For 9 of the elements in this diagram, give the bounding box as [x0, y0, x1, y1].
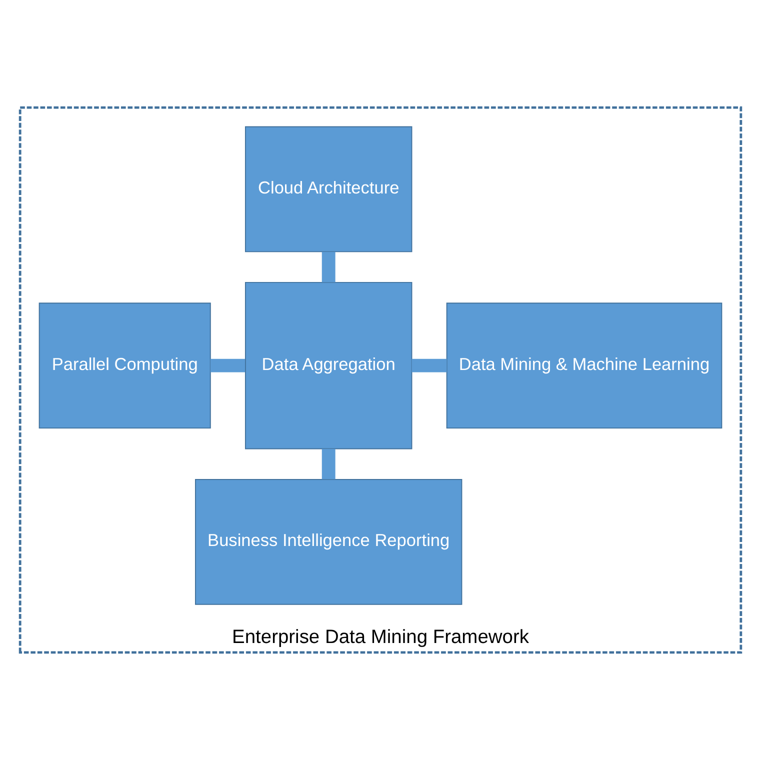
node-box: Parallel Computing — [38, 302, 211, 428]
node-box: Data Aggregation — [245, 281, 412, 449]
connector — [210, 358, 246, 372]
node-box: Data Mining & Machine Learning — [446, 302, 722, 428]
connector — [412, 358, 447, 372]
connector — [322, 448, 336, 479]
connector — [322, 251, 336, 282]
node-box: Cloud Architecture — [245, 126, 412, 252]
node-box: Business Intelligence Reporting — [195, 478, 462, 604]
